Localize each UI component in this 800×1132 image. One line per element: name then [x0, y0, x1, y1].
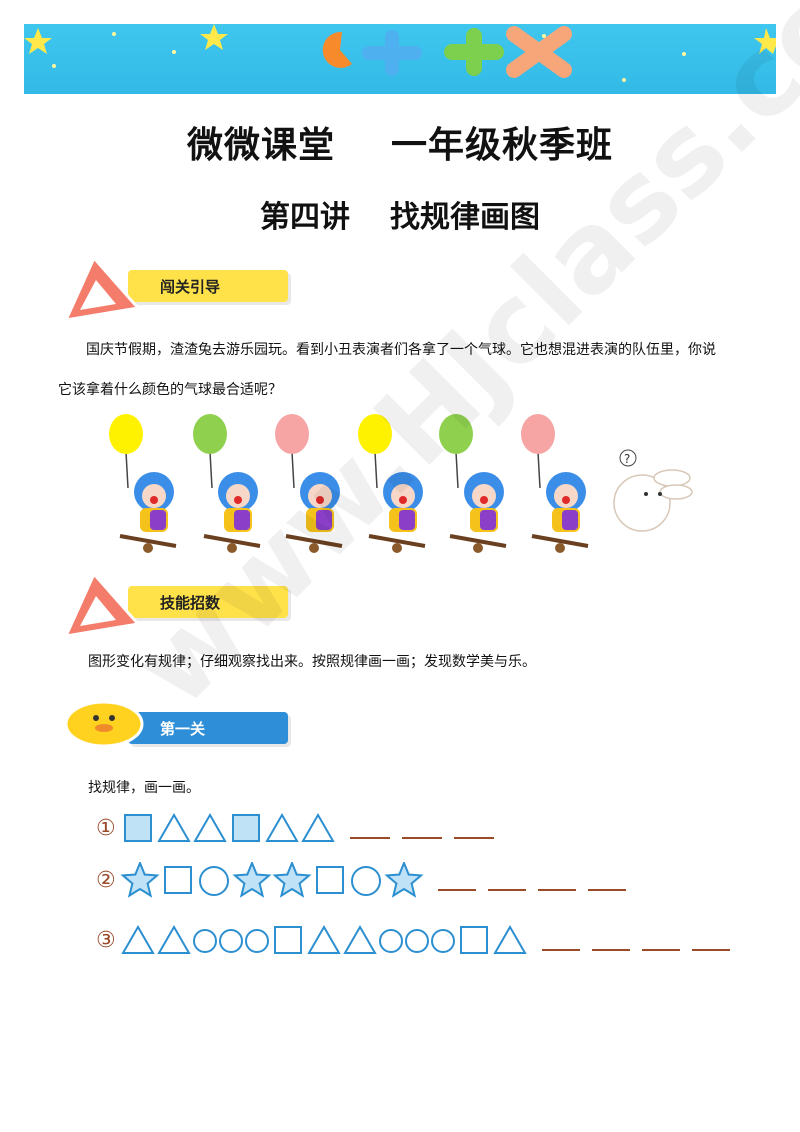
- balloon: [521, 414, 555, 454]
- row-number: ①: [96, 815, 116, 841]
- section-skill-tag: 技能招数: [128, 586, 288, 618]
- top-banner: [24, 24, 776, 94]
- circle-shape: [378, 929, 403, 953]
- circle-shape: [350, 866, 381, 896]
- exercise-instruction: 找规律，画一画。: [88, 780, 200, 796]
- page-title: 微微课堂 一年级秋季班: [0, 116, 800, 168]
- answer-blank[interactable]: [487, 889, 526, 891]
- circle-shape: [244, 929, 269, 953]
- star-icon: [200, 24, 228, 50]
- clown-with-balloon: [439, 414, 507, 553]
- section-intro-tag: 闯关引导: [128, 270, 288, 302]
- lesson-title: 找规律画图: [390, 200, 540, 235]
- star-shape: [272, 862, 312, 898]
- clown-illustration: ?: [109, 414, 693, 553]
- duck-icon: [64, 700, 144, 748]
- ruler-triangle-icon: [63, 255, 141, 322]
- exercise-row: ③: [96, 922, 730, 958]
- answer-blank[interactable]: [587, 889, 626, 891]
- answer-blank[interactable]: [541, 949, 580, 951]
- banner-decoration: [24, 24, 776, 82]
- answer-blank[interactable]: [641, 949, 680, 951]
- answer-blank[interactable]: [453, 837, 494, 839]
- balloon: [439, 414, 473, 454]
- circle-shape: [198, 866, 229, 896]
- intro-line-2: 它该拿着什么颜色的气球最合适呢？: [58, 382, 282, 398]
- star-icon: [754, 28, 776, 54]
- balloon: [358, 414, 392, 454]
- section-level-1: 第一关: [58, 692, 288, 772]
- triangle-shape: [157, 924, 191, 954]
- square-shape: [273, 926, 302, 954]
- rabbit-icon: ?: [613, 449, 693, 532]
- exercise-row: ②: [96, 862, 626, 898]
- triangle-shape: [343, 924, 377, 954]
- balloon: [275, 414, 309, 454]
- triangle-shape: [157, 812, 191, 842]
- lesson-number: 第四讲: [260, 200, 350, 235]
- triangle-shape: [301, 812, 335, 842]
- answer-blank[interactable]: [691, 949, 730, 951]
- answer-blank[interactable]: [437, 889, 476, 891]
- clown-with-balloon: [358, 414, 426, 553]
- answer-blank[interactable]: [401, 837, 442, 839]
- triangle-shape: [265, 812, 299, 842]
- x-shape-icon: [506, 26, 572, 78]
- star-icon: [24, 28, 52, 54]
- lesson-heading: 第四讲 找规律画图: [0, 192, 800, 236]
- answer-blank[interactable]: [537, 889, 576, 891]
- triangle-shape: [121, 924, 155, 954]
- question-mark: ?: [624, 452, 630, 466]
- intro-line-1: 国庆节假期，渣渣兔去游乐园玩。看到小丑表演者们各拿了一个气球。它也想混进表演的队…: [86, 342, 716, 358]
- skill-text: 图形变化有规律；仔细观察找出来。按照规律画一画；发现数学美与乐。: [88, 654, 536, 670]
- star-shape: [232, 862, 272, 898]
- answer-blank[interactable]: [591, 949, 630, 951]
- section-skill: 技能招数: [58, 566, 288, 646]
- section-intro: 闯关引导: [58, 250, 288, 330]
- square-shape: [231, 814, 260, 842]
- star-shape: [384, 862, 424, 898]
- answer-blank[interactable]: [349, 837, 390, 839]
- square-shape: [163, 866, 192, 894]
- triangle-shape: [493, 924, 527, 954]
- circle-shape: [404, 929, 429, 953]
- star-shape: [120, 862, 160, 898]
- square-shape: [459, 926, 488, 954]
- exercise-row: ①: [96, 810, 494, 846]
- circle-shape: [192, 929, 217, 953]
- ruler-triangle-icon: [63, 571, 141, 638]
- square-shape: [123, 814, 152, 842]
- triangle-shape: [307, 924, 341, 954]
- row-number: ②: [96, 867, 116, 893]
- pacman-shape-icon: [322, 31, 352, 68]
- clown-with-balloon: [193, 414, 261, 553]
- clown-with-balloon: [275, 414, 343, 553]
- square-shape: [315, 866, 344, 894]
- row-number: ③: [96, 927, 116, 953]
- balloon: [109, 414, 143, 454]
- brand-title: 微微课堂: [186, 125, 335, 166]
- clown-with-balloon: [109, 414, 177, 553]
- balloon: [193, 414, 227, 454]
- course-title: 一年级秋季班: [391, 125, 614, 166]
- clown-with-balloon: [521, 414, 589, 553]
- circle-shape: [218, 929, 243, 953]
- triangle-shape: [193, 812, 227, 842]
- section-level-tag: 第一关: [128, 712, 288, 744]
- circle-shape: [430, 929, 455, 953]
